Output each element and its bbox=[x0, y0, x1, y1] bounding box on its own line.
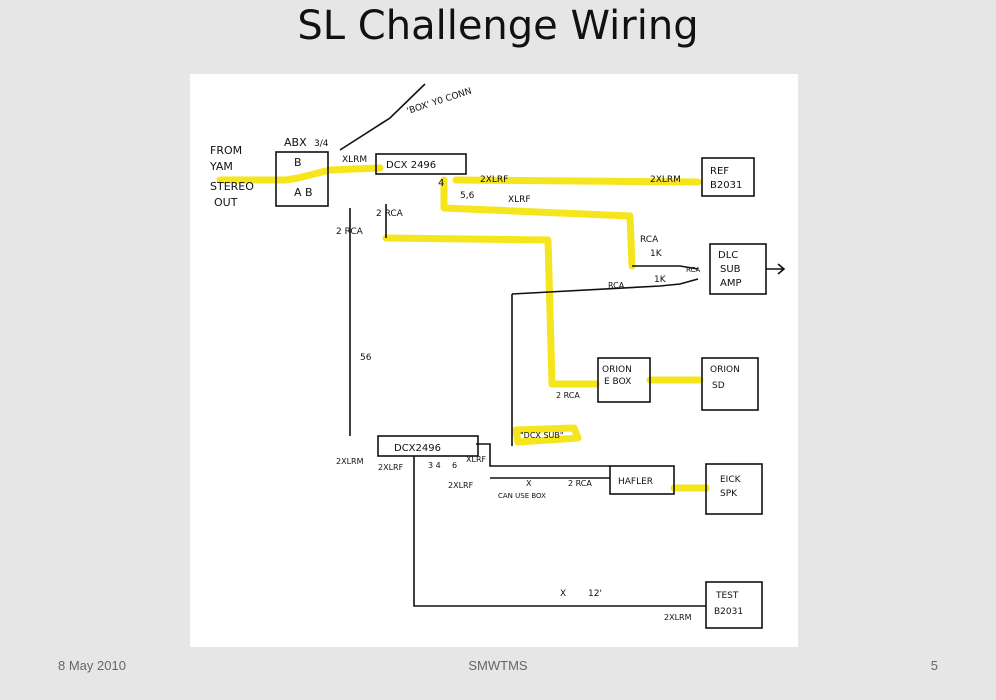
label-v56: 56 bbox=[360, 353, 372, 363]
highlight-dcx-to-rca bbox=[440, 176, 636, 270]
label-test-2xlrm: 2XLRM bbox=[664, 613, 692, 622]
res-bottom-line bbox=[511, 278, 699, 295]
label-can-use-box: CAN USE BOX bbox=[498, 492, 546, 500]
label-orion-box: ORION bbox=[602, 365, 632, 375]
label-abx-b: B bbox=[294, 156, 302, 169]
label-bottom-xlrf: XLRF bbox=[466, 455, 486, 464]
label-orion-rca: 2 RCA bbox=[556, 391, 580, 400]
label-orion-sd: SD bbox=[712, 381, 725, 391]
ref-box bbox=[701, 157, 755, 197]
hafler-box bbox=[609, 465, 675, 495]
footer-date: 8 May 2010 bbox=[58, 658, 126, 673]
label-rca-1k-top: RCA bbox=[640, 235, 659, 245]
abx-box bbox=[275, 151, 329, 207]
label-orion-right: ORION bbox=[710, 365, 740, 375]
label-yam: YAM bbox=[209, 160, 233, 173]
bottom-six-line bbox=[476, 443, 610, 467]
label-bottom-2xlrf-out: 2XLRF bbox=[448, 481, 474, 490]
label-dlc: DLC bbox=[718, 250, 738, 261]
res-top-line bbox=[632, 265, 699, 270]
orion-ebox bbox=[597, 357, 651, 403]
slide-title: SL Challenge Wiring bbox=[297, 3, 699, 49]
page-number: 5 bbox=[930, 658, 938, 673]
label-ref: REF bbox=[710, 166, 729, 177]
label-dcx-sub-note: "DCX SUB" bbox=[520, 431, 564, 440]
test-box bbox=[705, 581, 763, 629]
label-out-56: 5,6 bbox=[460, 191, 475, 201]
wiring-diagram-svg: FROM YAM STEREO OUT ABX B A B 3/4 XLRM '… bbox=[209, 83, 786, 629]
label-dcx-top: DCX 2496 bbox=[386, 160, 436, 171]
label-rca-bottom: RCA bbox=[608, 281, 625, 290]
label-out: OUT bbox=[214, 196, 238, 209]
dcx-bottom-box bbox=[377, 435, 479, 457]
label-rca-mid: 2 RCA bbox=[376, 209, 404, 219]
label-eick: EICK bbox=[720, 475, 742, 485]
label-ref-model: B2031 bbox=[710, 180, 742, 191]
label-abx-ab: A B bbox=[294, 186, 313, 199]
wiring-lines bbox=[275, 83, 786, 629]
dlc-output-arrow bbox=[766, 263, 786, 275]
label-dlc-amp: AMP bbox=[720, 278, 742, 289]
label-bottom-6: 6 bbox=[452, 461, 457, 470]
label-orion-ebox: E BOX bbox=[604, 377, 631, 387]
highlight-dcx-sub-note bbox=[512, 424, 582, 446]
label-test-x: X bbox=[560, 589, 566, 599]
wiring-diagram: FROM YAM STEREO OUT ABX B A B 3/4 XLRM '… bbox=[190, 74, 798, 647]
label-bottom-x: X bbox=[526, 479, 532, 488]
highlight-source-to-dcx bbox=[216, 164, 384, 184]
label-eick-spk: SPK bbox=[720, 489, 738, 499]
highlight-dcx-to-ref bbox=[452, 176, 702, 186]
label-rca-dlc-in: RCA bbox=[686, 266, 700, 274]
label-res-1k-top: 1K bbox=[650, 249, 663, 259]
label-test: TEST bbox=[715, 591, 739, 601]
label-dcx-bottom: DCX2496 bbox=[394, 443, 441, 454]
label-abx-note: 3/4 bbox=[314, 139, 329, 149]
label-abx-xlrm: XLRM bbox=[342, 155, 367, 165]
label-dlc-sub: SUB bbox=[720, 264, 741, 275]
dcx-top-box bbox=[375, 153, 467, 175]
label-out-4: 4 bbox=[438, 178, 444, 189]
label-bottom-2rca: 2 RCA bbox=[568, 479, 592, 488]
label-bottom-2xlrm: 2XLRM bbox=[336, 457, 364, 466]
diagram-labels: FROM YAM STEREO OUT ABX B A B 3/4 XLRM '… bbox=[209, 87, 743, 622]
footer-center: SMWTMS bbox=[468, 658, 528, 673]
orion-right-box bbox=[701, 357, 759, 411]
label-bottom-34: 3 4 bbox=[428, 461, 441, 470]
label-2xlrm: 2XLRM bbox=[650, 175, 681, 185]
label-xlrf: XLRF bbox=[508, 195, 531, 205]
label-bottom-2xlrf-in: 2XLRF bbox=[378, 463, 404, 472]
test-line bbox=[413, 456, 706, 607]
signal-highlight bbox=[216, 164, 710, 492]
label-from: FROM bbox=[210, 144, 242, 157]
label-2xlrf: 2XLRF bbox=[480, 175, 508, 185]
box-note-line bbox=[339, 83, 426, 151]
label-abx: ABX bbox=[284, 136, 307, 149]
label-test-model: B2031 bbox=[714, 607, 743, 617]
label-box-note: 'BOX' Y0 CONN bbox=[406, 87, 473, 117]
label-test-12: 12' bbox=[588, 589, 602, 599]
label-stereo: STEREO bbox=[210, 180, 254, 193]
highlight-rca-to-orion bbox=[382, 234, 600, 388]
label-hafler: HAFLER bbox=[618, 477, 653, 487]
label-rca-left: 2 RCA bbox=[336, 227, 364, 237]
label-res-1k-bottom: 1K bbox=[654, 275, 667, 285]
eick-box bbox=[705, 463, 763, 515]
